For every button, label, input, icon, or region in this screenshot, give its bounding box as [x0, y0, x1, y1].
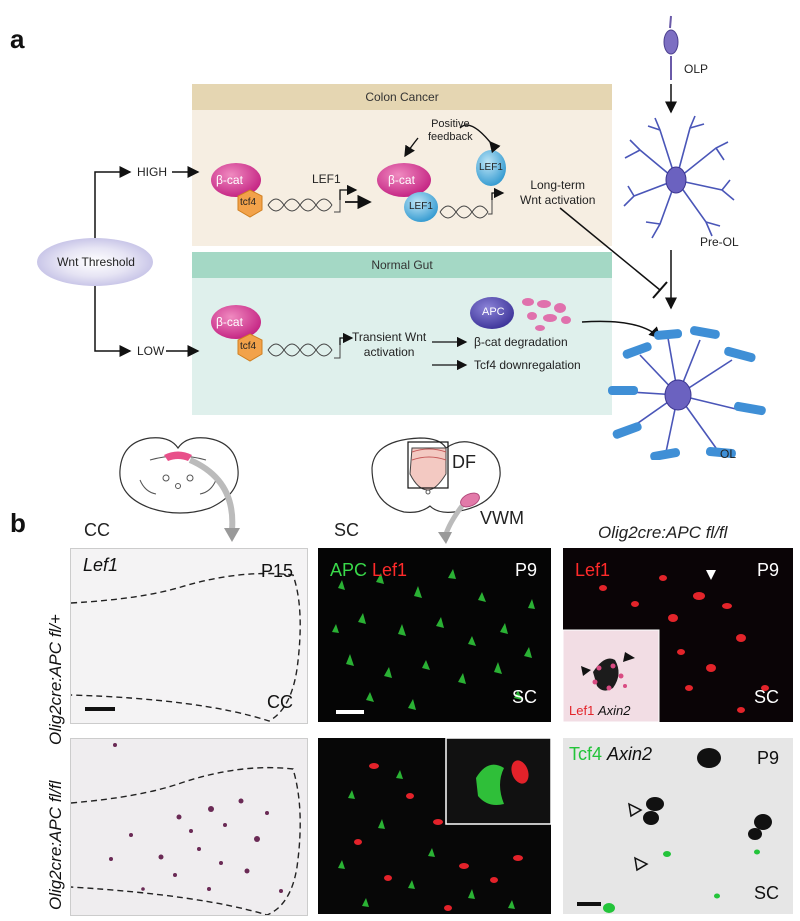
olp-label: OLP: [684, 62, 709, 76]
df-label: DF: [452, 452, 476, 472]
inset-marker-dark: Axin2: [597, 703, 631, 718]
row-label-fl-plus: Olig2cre:APC fl/+: [46, 614, 65, 745]
sc-top-marker-green: APC: [330, 560, 368, 580]
open-arrowhead-2: [634, 856, 649, 872]
genotype-column-header: Olig2cre:APC fl/fl: [598, 523, 728, 542]
beta-catenin-protein-feedback: [377, 163, 431, 197]
low-label: LOW: [137, 344, 165, 358]
right-bottom-age: P9: [756, 748, 779, 768]
lef1-protein-free: [476, 150, 506, 186]
beta-catenin-protein-low: [211, 305, 261, 339]
degradation-label: β-cat degradation: [474, 335, 568, 349]
beta-cat-label-high: β-cat: [216, 173, 243, 187]
wnt-threshold-label: Wnt Threshold: [57, 255, 135, 269]
right-top-marker: Lef1: [575, 560, 611, 580]
ol-label: OL: [720, 447, 737, 461]
micrograph-cc-mutant: [70, 738, 308, 916]
positive-feedback-line2: feedback: [428, 131, 473, 143]
beta-cat-label-feedback: β-cat: [388, 173, 415, 187]
long-term-label: Long-term Wnt activation: [520, 178, 595, 208]
row-label-fl-fl: Olig2cre:APC fl/fl: [46, 780, 65, 910]
sc-top-marker-red: Lef1: [372, 560, 408, 580]
right-top-region: SC: [753, 687, 779, 707]
transient-label: Transient Wnt activation: [352, 330, 426, 360]
vwm-region: [460, 492, 480, 508]
tcf4-label-high: tcf4: [240, 197, 257, 208]
high-label: HIGH: [137, 165, 167, 179]
beta-catenin-fragments: [522, 298, 571, 331]
panel-b-letter: b: [10, 508, 26, 538]
inset-markers: Lef1 Axin2: [569, 703, 630, 718]
inhibition-line: [559, 207, 661, 291]
brain-section-schematic: [119, 437, 239, 514]
tcf4-protein-low: [237, 333, 263, 362]
micrograph-sc-control: APC Lef1 P9 SC: [318, 548, 551, 722]
panel-a-letter: a: [10, 24, 25, 54]
white-arrowhead: [706, 570, 716, 580]
cc-top-region: CC: [267, 692, 293, 712]
beta-catenin-protein-high: [211, 163, 261, 197]
sc-top-markers: APC Lef1: [330, 560, 407, 581]
olp-cell: [663, 15, 679, 80]
micrograph-apc-lef1: Lef1 P9 SC Lef1 Axin2: [563, 548, 793, 722]
long-term-line1: Long-term: [530, 178, 586, 192]
df-box: [407, 441, 449, 489]
cc-column-header: CC: [84, 520, 110, 540]
pre-ol-label: Pre-OL: [700, 235, 739, 249]
downregulation-label: Tcf4 downregalation: [474, 358, 581, 372]
dna-helix-low: [267, 343, 341, 359]
open-arrowhead-1: [628, 802, 643, 818]
dna-helix-feedback: [439, 200, 493, 219]
lef1-free-label: LEF1: [479, 162, 503, 173]
micrograph-sc-mutant: [318, 738, 551, 914]
dna-helix-high: [267, 198, 341, 213]
right-bottom-marker-dark: Axin2: [607, 744, 653, 764]
long-term-line2: Wnt activation: [520, 193, 596, 207]
spinal-cord-schematic: [371, 437, 501, 513]
transient-line2: activation: [363, 345, 415, 359]
colon-cancer-header-bar: [192, 84, 612, 110]
positive-feedback-label: Positive feedback: [428, 118, 473, 144]
right-bottom-region: SC: [753, 883, 779, 903]
colon-cancer-title: Colon Cancer: [365, 90, 439, 104]
lef1-bound-label: LEF1: [409, 201, 433, 212]
tcf4-label-low: tcf4: [240, 341, 257, 352]
sc-top-region: SC: [511, 687, 537, 707]
right-bottom-marker-green: Tcf4: [569, 744, 603, 764]
wnt-threshold-blob: [37, 238, 153, 286]
lef1-protein-bound: [404, 192, 438, 222]
beta-cat-label-low: β-cat: [216, 315, 243, 329]
micrograph-tcf4-axin2: Tcf4 Axin2 P9 SC: [563, 738, 793, 914]
right-bottom-markers: Tcf4 Axin2: [569, 744, 652, 765]
micrograph-cc-control: Lef1 P15 CC: [70, 548, 308, 724]
apc-label: APC: [482, 306, 505, 318]
tissue-schematics: [119, 437, 501, 544]
vwm-label: VWM: [480, 508, 524, 528]
lef1-gene-label: LEF1: [312, 172, 341, 186]
normal-gut-header-bar: [192, 252, 612, 278]
positive-feedback-line1: Positive: [431, 118, 470, 130]
tcf4-protein-high: [237, 189, 263, 218]
sc-column-header: SC: [334, 520, 360, 540]
normal-gut-title: Normal Gut: [371, 258, 433, 272]
cc-top-probe: Lef1: [83, 555, 119, 575]
apc-protein: [470, 297, 514, 329]
right-top-age: P9: [756, 560, 779, 580]
cc-top-age: P15: [260, 561, 293, 581]
sc-top-age: P9: [514, 560, 537, 580]
ol-cell: [608, 326, 766, 460]
pre-ol-cell: [623, 115, 735, 239]
inset-marker-red: Lef1: [569, 703, 595, 718]
pathway-diagram: [37, 15, 766, 460]
transient-line1: Transient Wnt: [352, 330, 427, 344]
